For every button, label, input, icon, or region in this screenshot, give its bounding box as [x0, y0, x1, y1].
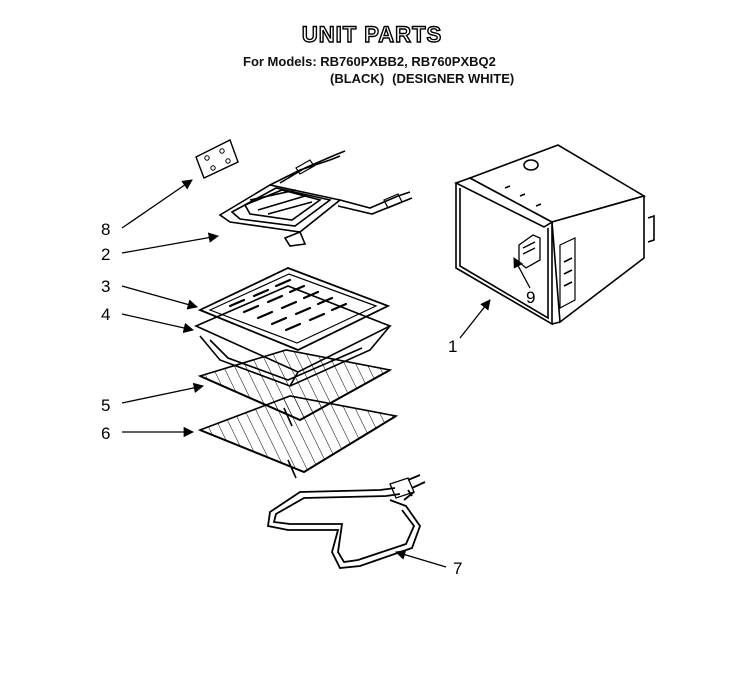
part-oven-cavity — [453, 144, 655, 326]
callout-leaders — [121, 179, 531, 568]
page-title: UNIT PARTS — [301, 21, 443, 47]
color-variants: (BLACK) (DESIGNER WHITE) — [330, 71, 522, 86]
variant-designer-white: (DESIGNER WHITE) — [392, 71, 515, 86]
callout-8: 8 — [101, 220, 111, 239]
callout-6: 6 — [101, 424, 111, 443]
callout-5: 5 — [101, 396, 111, 415]
callout-3: 3 — [101, 277, 111, 296]
part-bake-element — [266, 474, 426, 569]
callout-9: 9 — [526, 288, 536, 307]
part-broiler-pan-grid — [197, 267, 391, 351]
part-cavity-bracket — [518, 234, 541, 269]
part-oven-rack-lower — [197, 395, 399, 479]
models-line: For Models: RB760PXBB2, RB760PXBQ2 — [243, 54, 496, 69]
part-bracket-plate — [195, 139, 239, 179]
variant-black: (BLACK) — [330, 71, 385, 86]
callout-7: 7 — [453, 559, 463, 578]
part-broil-element — [218, 150, 413, 247]
callout-4: 4 — [101, 305, 111, 324]
callout-2: 2 — [101, 245, 111, 264]
callout-1: 1 — [448, 337, 458, 356]
